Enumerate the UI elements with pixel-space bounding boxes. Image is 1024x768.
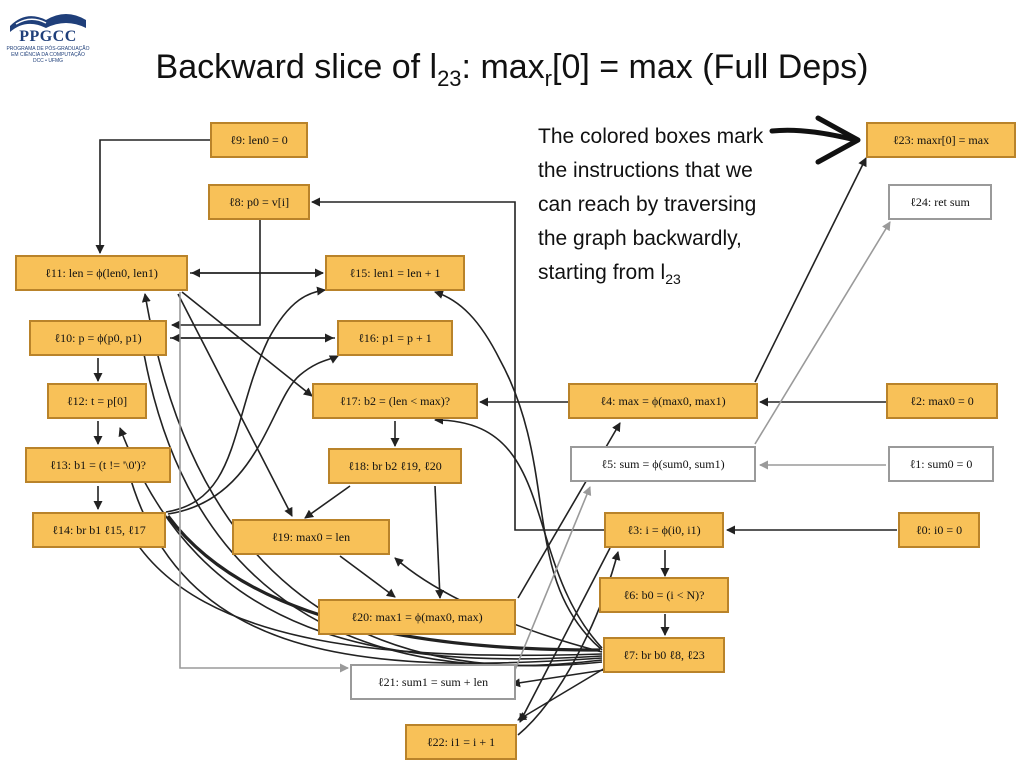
- node-l21: ℓ21: sum1 = sum + len: [350, 664, 516, 700]
- node-l0: ℓ0: i0 = 0: [898, 512, 980, 548]
- title-part: : max: [461, 48, 545, 86]
- title-part: [0] = max (Full Deps): [552, 48, 869, 86]
- node-l18: ℓ18: br b2 ℓ19, ℓ20: [328, 448, 462, 484]
- node-l22: ℓ22: i1 = i + 1: [405, 724, 517, 760]
- annotation-subscript: 23: [665, 271, 681, 288]
- node-l24: ℓ24: ret sum: [888, 184, 992, 220]
- node-l17: ℓ17: b2 = (len < max)?: [312, 383, 478, 419]
- logo-waves-icon: [10, 14, 86, 32]
- logo-name: PPGCC: [19, 28, 77, 45]
- node-l19: ℓ19: max0 = len: [232, 519, 390, 555]
- logo-sub-line: PROGRAMA DE PÓS-GRADUAÇÃO: [6, 46, 90, 52]
- node-l10: ℓ10: p = ϕ(p0, p1): [29, 320, 167, 356]
- node-l3: ℓ3: i = ϕ(i0, i1): [604, 512, 724, 548]
- node-l13: ℓ13: b1 = (t != '\0')?: [25, 447, 171, 483]
- node-l6: ℓ6: b0 = (i < N)?: [599, 577, 729, 613]
- annotation-body: The colored boxes mark the instructions …: [538, 125, 764, 284]
- node-l11: ℓ11: len = ϕ(len0, len1): [15, 255, 188, 291]
- title-subscript: 23: [437, 65, 462, 91]
- node-l23: ℓ23: maxr[0] = max: [866, 122, 1016, 158]
- logo-subtitle: PROGRAMA DE PÓS-GRADUAÇÃO EM CIÊNCIA DA …: [6, 46, 90, 64]
- slide-title: Backward slice of l23: maxr[0] = max (Fu…: [0, 48, 1024, 92]
- title-subscript: r: [544, 65, 552, 91]
- node-l12: ℓ12: t = p[0]: [47, 383, 147, 419]
- node-l4: ℓ4: max = ϕ(max0, max1): [568, 383, 758, 419]
- logo-sub-line: EM CIÊNCIA DA COMPUTAÇÃO: [11, 52, 85, 58]
- node-l7: ℓ7: br b0 ℓ8, ℓ23: [603, 637, 725, 673]
- logo-sub-line: DCC • UFMG: [32, 58, 64, 64]
- annotation-text: The colored boxes mark the instructions …: [538, 120, 788, 296]
- node-l2: ℓ2: max0 = 0: [886, 383, 998, 419]
- node-l15: ℓ15: len1 = len + 1: [325, 255, 465, 291]
- node-l20: ℓ20: max1 = ϕ(max0, max): [318, 599, 516, 635]
- node-l16: ℓ16: p1 = p + 1: [337, 320, 453, 356]
- node-l8: ℓ8: p0 = v[i]: [208, 184, 310, 220]
- node-l9: ℓ9: len0 = 0: [210, 122, 308, 158]
- title-part: Backward slice of l: [155, 48, 438, 86]
- node-l14: ℓ14: br b1 ℓ15, ℓ17: [32, 512, 166, 548]
- node-l5: ℓ5: sum = ϕ(sum0, sum1): [570, 446, 756, 482]
- node-l1: ℓ1: sum0 = 0: [888, 446, 994, 482]
